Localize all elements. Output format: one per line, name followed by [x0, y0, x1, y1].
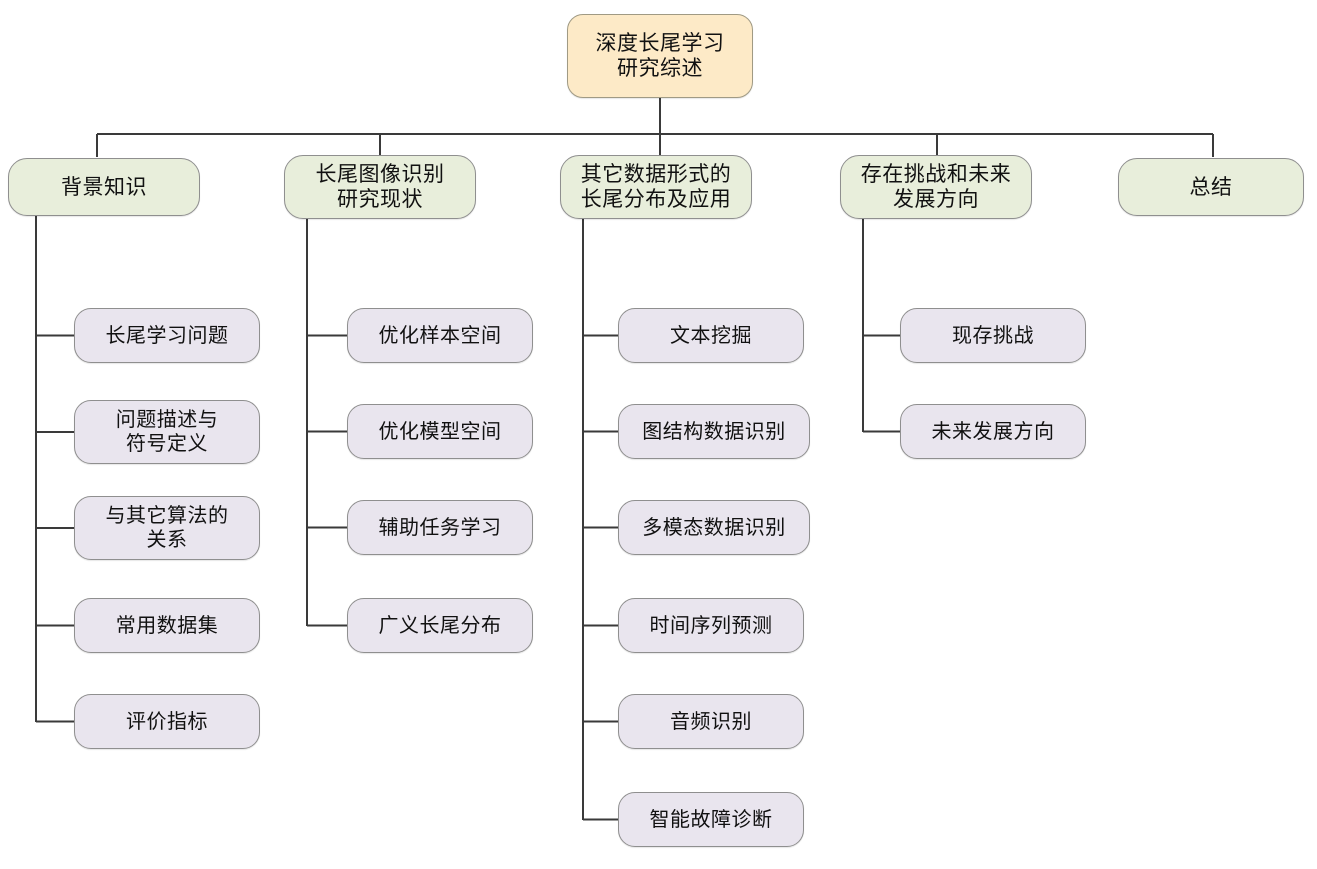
node-label: 文本挖掘 — [670, 322, 752, 347]
root-node[interactable]: 深度长尾学习 研究综述 — [567, 14, 753, 98]
branch-node-4[interactable]: 总结 — [1118, 158, 1304, 216]
node-label: 优化样本空间 — [378, 322, 502, 347]
node-label: 现存挑战 — [952, 322, 1034, 347]
leaf-node-2-3[interactable]: 时间序列预测 — [618, 598, 804, 653]
branch-node-0[interactable]: 背景知识 — [8, 158, 200, 216]
node-label: 音频识别 — [670, 708, 752, 733]
branch-node-2[interactable]: 其它数据形式的 长尾分布及应用 — [560, 155, 752, 219]
leaf-node-2-0[interactable]: 文本挖掘 — [618, 308, 804, 363]
leaf-node-2-5[interactable]: 智能故障诊断 — [618, 792, 804, 847]
leaf-node-0-2[interactable]: 与其它算法的 关系 — [74, 496, 260, 560]
leaf-node-1-0[interactable]: 优化样本空间 — [347, 308, 533, 363]
node-label: 优化模型空间 — [378, 418, 502, 443]
leaf-node-0-1[interactable]: 问题描述与 符号定义 — [74, 400, 260, 464]
branch-node-1[interactable]: 长尾图像识别 研究现状 — [284, 155, 476, 219]
node-label: 图结构数据识别 — [642, 418, 786, 443]
leaf-node-3-0[interactable]: 现存挑战 — [900, 308, 1086, 363]
leaf-node-1-3[interactable]: 广义长尾分布 — [347, 598, 533, 653]
node-label: 广义长尾分布 — [378, 612, 502, 637]
node-label: 常用数据集 — [115, 612, 219, 637]
leaf-node-2-2[interactable]: 多模态数据识别 — [618, 500, 810, 555]
node-label: 多模态数据识别 — [642, 514, 786, 539]
node-label: 长尾图像识别 研究现状 — [315, 162, 445, 211]
node-label: 深度长尾学习 研究综述 — [595, 31, 725, 80]
node-label: 存在挑战和未来 发展方向 — [860, 162, 1012, 211]
node-label: 时间序列预测 — [649, 612, 773, 637]
leaf-node-0-0[interactable]: 长尾学习问题 — [74, 308, 260, 363]
node-label: 背景知识 — [61, 174, 147, 199]
leaf-node-3-1[interactable]: 未来发展方向 — [900, 404, 1086, 459]
node-label: 辅助任务学习 — [378, 514, 502, 539]
node-label: 智能故障诊断 — [649, 806, 773, 831]
branch-node-3[interactable]: 存在挑战和未来 发展方向 — [840, 155, 1032, 219]
node-label: 未来发展方向 — [931, 418, 1055, 443]
node-label: 问题描述与 符号定义 — [115, 407, 219, 455]
node-label: 长尾学习问题 — [105, 322, 229, 347]
node-label: 总结 — [1189, 174, 1233, 199]
node-label: 与其它算法的 关系 — [105, 503, 229, 551]
leaf-node-2-1[interactable]: 图结构数据识别 — [618, 404, 810, 459]
leaf-node-0-3[interactable]: 常用数据集 — [74, 598, 260, 653]
node-label: 评价指标 — [126, 708, 208, 733]
leaf-node-0-4[interactable]: 评价指标 — [74, 694, 260, 749]
leaf-node-1-1[interactable]: 优化模型空间 — [347, 404, 533, 459]
leaf-node-1-2[interactable]: 辅助任务学习 — [347, 500, 533, 555]
node-label: 其它数据形式的 长尾分布及应用 — [580, 162, 732, 211]
leaf-node-2-4[interactable]: 音频识别 — [618, 694, 804, 749]
